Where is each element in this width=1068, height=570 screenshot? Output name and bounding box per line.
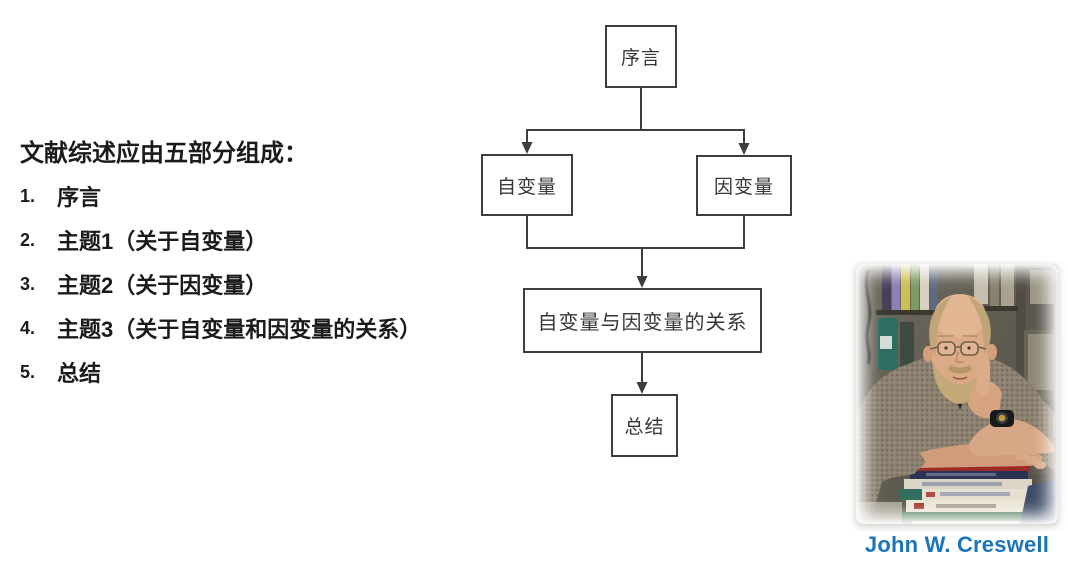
outline-title: 文献综述应由五部分组成： <box>20 140 308 167</box>
outline-item-number: 1. <box>20 185 36 206</box>
outline-list: 1. 序言 2. 主题1（关于自变量） 3. 主题2（关于因变量） 4. 主题3… <box>20 174 480 394</box>
flow-edge-preface-branch <box>526 87 745 145</box>
flow-node-summary: 总结 <box>611 394 678 457</box>
upper-forearm <box>968 419 1054 456</box>
outline-item-number: 5. <box>20 361 36 382</box>
outline-item-preface: 1. 序言 <box>20 174 480 218</box>
outline-item-text: 主题3（关于自变量和因变量的关系） <box>57 317 422 342</box>
arrowhead-to-summary <box>636 382 648 394</box>
outline-item-text: 总结 <box>57 361 102 386</box>
arrowhead-to-independent-variable <box>521 142 533 154</box>
outline-item-text: 序言 <box>57 185 102 210</box>
thumb <box>976 356 990 396</box>
outline-item-summary: 5. 总结 <box>20 350 480 394</box>
shelf-books-top <box>882 264 1014 310</box>
jacket-sleeve <box>1004 378 1055 438</box>
outline-item-number: 3. <box>20 273 36 294</box>
outline-item-number: 4. <box>20 317 36 338</box>
creswell-photo <box>856 264 1058 524</box>
outline-item-text: 主题1（关于自变量） <box>57 229 268 254</box>
photo-caption: John W. Creswell <box>864 532 1050 557</box>
flowchart-connectors <box>521 87 750 394</box>
flow-node-relationship: 自变量与因变量的关系 <box>523 288 762 353</box>
flow-node-independent-variable: 自变量 <box>481 154 573 216</box>
flow-node-dependent-variable: 因变量 <box>696 155 792 216</box>
tweed-jacket <box>856 354 1055 524</box>
flowchart: 序言 自变量 因变量 自变量与因变量的关系 总结 <box>480 20 800 465</box>
flow-edge-merge <box>526 215 745 278</box>
mustache <box>948 365 972 374</box>
floor <box>856 502 902 524</box>
outline-item-text: 主题2（关于因变量） <box>57 273 268 298</box>
shelf-frame <box>1016 264 1026 464</box>
creswell-photo-illustration <box>856 264 1058 524</box>
tweed-elbow <box>874 448 926 480</box>
chair-corner <box>1020 478 1058 524</box>
hand-at-chin <box>968 380 1002 419</box>
outline-item-topic1: 2. 主题1（关于自变量） <box>20 218 480 262</box>
outline-item-number: 2. <box>20 229 36 250</box>
wristwatch <box>990 410 1014 427</box>
outline-item-topic3: 4. 主题3（关于自变量和因变量的关系） <box>20 306 480 350</box>
arrowhead-to-relationship <box>636 276 648 288</box>
arrowhead-to-dependent-variable <box>738 143 750 155</box>
outline-panel: 文献综述应由五部分组成： 1. 序言 2. 主题1（关于自变量） 3. 主题2（… <box>20 140 480 394</box>
creswell-portrait-figure: John W. Creswell <box>856 264 1058 558</box>
outline-item-topic2: 3. 主题2（关于因变量） <box>20 262 480 306</box>
lamp-arm <box>864 269 872 365</box>
flow-node-preface: 序言 <box>605 25 677 88</box>
